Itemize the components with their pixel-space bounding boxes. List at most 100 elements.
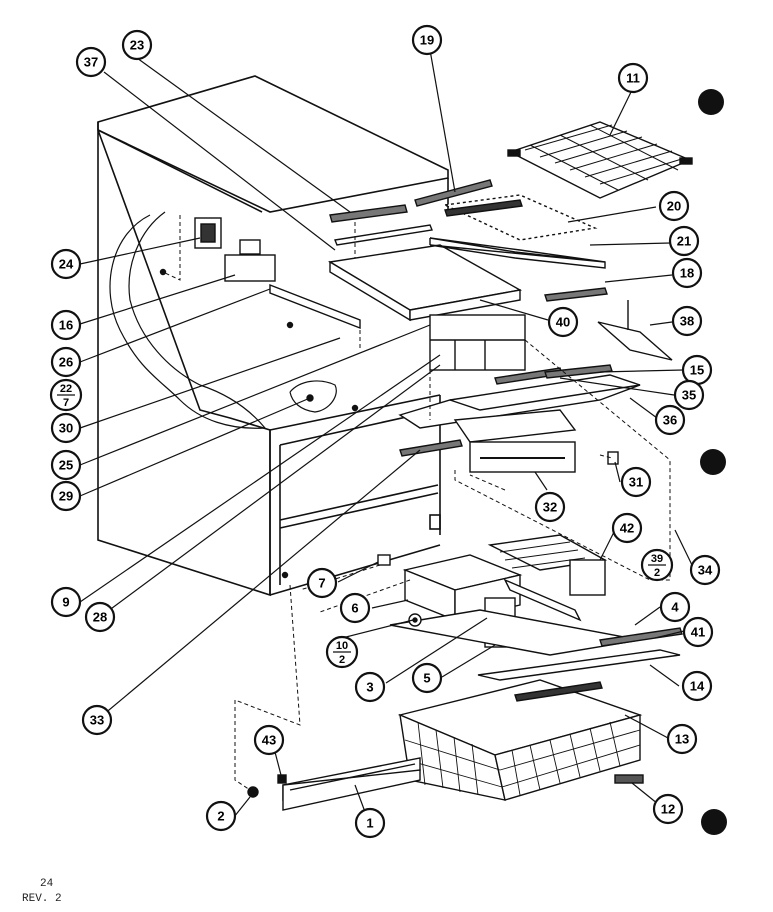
callout-label: 14 xyxy=(690,679,705,694)
callout-43: 43 xyxy=(253,724,285,756)
callout-label: 20 xyxy=(667,199,681,214)
fraction-numerator: 10 xyxy=(336,640,348,652)
callout-label: 4 xyxy=(671,600,679,615)
callout-label: 5 xyxy=(423,671,430,686)
callout-33: 33 xyxy=(81,704,113,736)
refrigerator-cabinet xyxy=(97,75,449,597)
callout-1: 1 xyxy=(354,807,386,839)
lower-parts xyxy=(159,268,683,811)
callout-label: 15 xyxy=(690,363,704,378)
callout-11: 11 xyxy=(617,62,649,94)
callout-23: 23 xyxy=(121,29,153,61)
callout-3: 3 xyxy=(354,671,386,703)
registration-dot-bottom xyxy=(701,809,727,835)
callout-31: 31 xyxy=(620,466,652,498)
callout-label: 34 xyxy=(698,563,713,578)
fraction-denominator: 2 xyxy=(339,654,345,666)
callout-label: 21 xyxy=(677,234,691,249)
callout-label: 1 xyxy=(366,816,373,831)
callout-label: 18 xyxy=(680,266,694,281)
interior-parts xyxy=(194,204,641,473)
callout-label: 31 xyxy=(629,475,643,490)
callout-40: 40 xyxy=(547,306,579,338)
callout-5: 5 xyxy=(411,662,443,694)
thermostat-knob xyxy=(200,223,216,243)
thermostat-housing xyxy=(194,217,222,249)
callout-36: 36 xyxy=(654,404,686,436)
callout-label: 35 xyxy=(682,388,696,403)
fraction-callout-39-2: 392 xyxy=(640,548,674,582)
callout-label: 2 xyxy=(217,809,224,824)
fraction-numerator: 39 xyxy=(651,553,663,565)
page-number: 24 xyxy=(40,878,54,890)
revision-label: REV. 2 xyxy=(22,893,62,905)
callout-18: 18 xyxy=(671,257,703,289)
callout-7: 7 xyxy=(306,567,338,599)
callout-label: 3 xyxy=(366,680,373,695)
callout-label: 9 xyxy=(62,595,69,610)
callout-13: 13 xyxy=(666,723,698,755)
callout-label: 11 xyxy=(626,71,640,86)
callout-28: 28 xyxy=(84,601,116,633)
callout-4: 4 xyxy=(659,591,691,623)
registration-dots xyxy=(698,89,727,835)
callout-32: 32 xyxy=(534,491,566,523)
callout-label: 38 xyxy=(680,314,694,329)
callout-34: 34 xyxy=(689,554,721,586)
fraction-numerator: 22 xyxy=(60,383,72,395)
callout-label: 24 xyxy=(59,257,74,272)
callout-label: 42 xyxy=(620,521,634,536)
callout-14: 14 xyxy=(681,670,713,702)
callout-label: 43 xyxy=(262,733,276,748)
callout-label: 12 xyxy=(661,802,675,817)
callout-35: 35 xyxy=(673,379,705,411)
callout-20: 20 xyxy=(658,190,690,222)
fraction-callout-10-2: 102 xyxy=(325,635,359,669)
callout-30: 30 xyxy=(50,412,82,444)
callout-12: 12 xyxy=(652,793,684,825)
callout-label: 40 xyxy=(556,315,570,330)
callout-label: 13 xyxy=(675,732,689,747)
upper-right-parts xyxy=(414,121,693,361)
callout-label: 16 xyxy=(59,318,73,333)
callout-label: 25 xyxy=(59,458,73,473)
fraction-denominator: 7 xyxy=(63,397,69,409)
callout-16: 16 xyxy=(50,309,82,341)
callout-24: 24 xyxy=(50,248,82,280)
callout-6: 6 xyxy=(339,592,371,624)
callout-29: 29 xyxy=(50,480,82,512)
callout-label: 30 xyxy=(59,421,73,436)
callout-label: 6 xyxy=(351,601,358,616)
fraction-denominator: 2 xyxy=(654,567,660,579)
callout-label: 28 xyxy=(93,610,107,625)
callout-37: 37 xyxy=(75,46,107,78)
callout-label: 29 xyxy=(59,489,73,504)
callout-label: 26 xyxy=(59,355,73,370)
registration-dot-middle xyxy=(700,449,726,475)
callout-15: 15 xyxy=(681,354,713,386)
callout-label: 19 xyxy=(420,33,434,48)
callout-label: 37 xyxy=(84,55,98,70)
callout-2: 2 xyxy=(205,800,237,832)
registration-dot-top xyxy=(698,89,724,115)
callout-26: 26 xyxy=(50,346,82,378)
callout-label: 7 xyxy=(318,576,325,591)
leader-lines xyxy=(79,49,693,821)
callout-19: 19 xyxy=(411,24,443,56)
callout-label: 41 xyxy=(691,625,705,640)
callout-38: 38 xyxy=(671,305,703,337)
callout-41: 41 xyxy=(682,616,714,648)
callout-9: 9 xyxy=(50,586,82,618)
callout-label: 36 xyxy=(663,413,677,428)
dashed-guides xyxy=(162,215,671,793)
callout-21: 21 xyxy=(668,225,700,257)
callout-label: 23 xyxy=(130,38,144,53)
callout-label: 32 xyxy=(543,500,557,515)
callout-42: 42 xyxy=(611,512,643,544)
callout-label: 33 xyxy=(90,713,104,728)
fraction-callout-22-7: 227 xyxy=(49,378,83,412)
callout-25: 25 xyxy=(50,449,82,481)
